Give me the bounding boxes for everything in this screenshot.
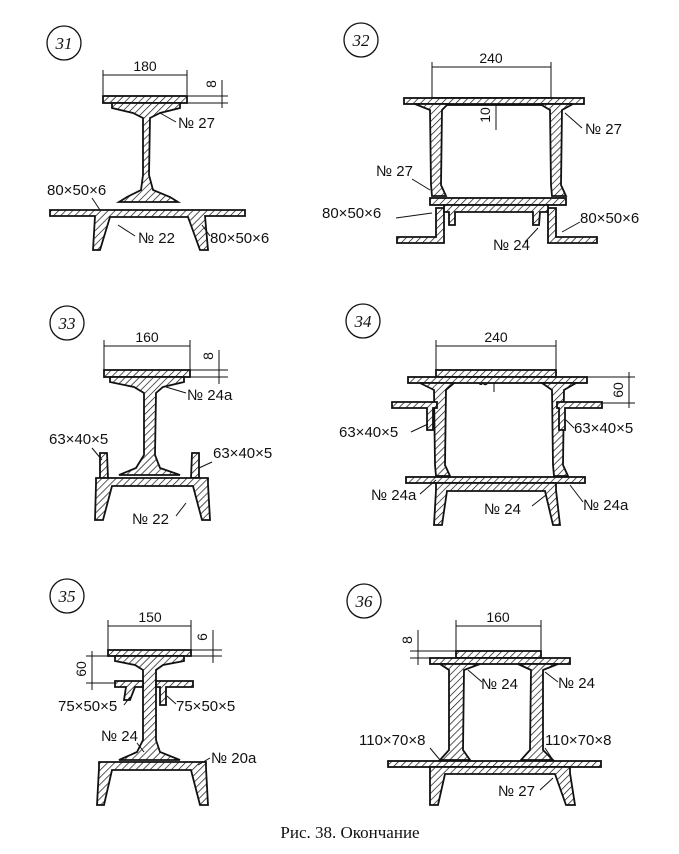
section-35-label-3: № 24: [101, 728, 138, 745]
section-33-angle-right: [190, 452, 200, 479]
section-33-ibeam-24a: [109, 376, 185, 476]
section-36: 36 160 8 № 24 № 24 110×70×8 110×70×8 № 2…: [346, 583, 611, 806]
section-31-channel-22: [49, 209, 246, 251]
section-33-label-1: № 24a: [187, 387, 233, 404]
section-31-label-1: № 27: [178, 115, 215, 132]
section-32-number-circle: [343, 22, 379, 58]
svg-text:8: 8: [200, 352, 216, 360]
section-35-label-2: 75×50×5: [176, 698, 235, 715]
section-32-label-4: № 24: [493, 237, 530, 254]
section-36-top-plate: [455, 650, 542, 659]
section-35-ibeam-24: [114, 655, 185, 761]
section-36-label-2: № 24: [558, 675, 595, 692]
section-35-channel-20a: [96, 761, 209, 806]
section-31-number: 31: [55, 34, 73, 53]
section-31-width-dimension: 180: [102, 58, 188, 95]
figure-caption: Рис. 38. Окончание: [280, 823, 419, 842]
section-32-channel-24: [443, 204, 549, 226]
section-33-thickness-dimension: 8: [190, 350, 228, 384]
section-31-label-3: № 22: [138, 230, 175, 247]
section-33-top-plate: [103, 369, 191, 378]
section-36-ibeam-left: [437, 663, 481, 761]
section-32-label-3: 80×50×6: [322, 205, 381, 222]
svg-text:160: 160: [135, 329, 159, 345]
section-32: 32 240 10 № 27 № 27 80×50×6 № 24 80: [322, 22, 639, 254]
svg-text:6: 6: [194, 633, 210, 641]
section-34-top-flanges: [407, 376, 588, 384]
section-32-ibeam-left: [414, 103, 451, 197]
section-31-thickness-dimension: 8: [187, 80, 228, 108]
section-32-angle-right: [547, 207, 598, 244]
section-34-label-3: № 24a: [371, 487, 417, 504]
section-36-number-circle: [346, 583, 382, 619]
section-34-ibeam-left: [419, 382, 457, 477]
svg-text:60: 60: [73, 661, 89, 677]
svg-text:240: 240: [484, 329, 508, 345]
section-33-number: 33: [58, 314, 76, 333]
section-34-label-2: 63×40×5: [574, 420, 633, 437]
section-33-number-circle: [49, 305, 85, 341]
section-34-channel-24: [433, 482, 562, 526]
svg-text:8: 8: [399, 636, 415, 644]
section-35-number: 35: [58, 587, 76, 606]
svg-text:160: 160: [486, 609, 510, 625]
section-32-label-2: № 27: [376, 163, 413, 180]
section-36-label-4: 110×70×8: [545, 732, 611, 749]
section-33-channel-22: [94, 477, 211, 521]
section-36-label-3: 110×70×8: [359, 732, 425, 749]
section-33-label-2: 63×40×5: [49, 431, 108, 448]
section-34-number-circle: [345, 303, 381, 339]
section-36-channel-27: [429, 766, 577, 806]
section-32-label-1: № 27: [585, 121, 622, 138]
section-36-top-flanges: [429, 657, 571, 665]
section-32-top-flanges: [403, 97, 585, 105]
section-35-angle-right: [155, 680, 194, 706]
section-33-label-4: № 22: [132, 511, 169, 528]
section-35: 35 150 6 60 75×50×5 75×50×5 № 24: [49, 578, 257, 806]
svg-text:240: 240: [479, 50, 503, 66]
svg-text:150: 150: [138, 609, 162, 625]
section-34-angle-left: [391, 401, 438, 431]
section-31-number-circle: [46, 25, 82, 61]
section-35-width-dimension: 150: [107, 609, 192, 650]
svg-text:60: 60: [610, 382, 626, 398]
section-34-width-dimension: 240: [435, 329, 557, 372]
section-34-top-plate: [435, 369, 557, 378]
svg-text:8: 8: [203, 80, 219, 88]
section-32-width-dimension: 240: [431, 50, 552, 98]
section-33-angle-left: [99, 452, 109, 479]
section-32-bottom-plate: [429, 197, 567, 206]
section-34-label-5: № 24a: [583, 497, 629, 514]
section-31: 31 180 8 № 27 80×50×6 № 22 80×50×6: [46, 25, 269, 251]
section-33-width-dimension: 160: [103, 329, 191, 370]
section-35-label-1: 75×50×5: [58, 698, 117, 715]
section-35-thickness-dimension: 6: [191, 630, 222, 663]
section-31-label-4: 80×50×6: [210, 230, 269, 247]
section-34-angle-right: [556, 401, 603, 431]
section-32-ibeam-right: [536, 103, 574, 197]
section-33: 33 160 8 № 24a 63×40×5 63×40×5 № 22: [49, 305, 272, 528]
section-35-angle-left: [114, 680, 144, 701]
section-34-number: 34: [354, 312, 373, 331]
section-31-label-2: 80×50×6: [47, 182, 106, 199]
section-36-label-5: № 27: [498, 783, 535, 800]
section-35-label-4: № 20a: [211, 750, 257, 767]
section-36-number: 36: [355, 592, 374, 611]
section-32-angle-left: [396, 207, 445, 244]
svg-text:10: 10: [477, 107, 493, 123]
section-33-label-3: 63×40×5: [213, 445, 272, 462]
section-34: 34 240 8 60 63×40×5 63×40×5 № 24a: [339, 303, 635, 526]
section-36-width-dimension: 160: [455, 609, 542, 660]
section-32-label-5: 80×50×6: [580, 210, 639, 227]
section-34-label-1: 63×40×5: [339, 424, 398, 441]
section-34-label-4: № 24: [484, 501, 521, 518]
svg-text:180: 180: [133, 58, 157, 74]
section-31-ibeam-27: [111, 102, 182, 203]
section-36-label-1: № 24: [481, 676, 518, 693]
section-31-top-plate: [102, 95, 188, 104]
section-32-number: 32: [352, 31, 371, 50]
section-35-number-circle: [49, 578, 85, 614]
